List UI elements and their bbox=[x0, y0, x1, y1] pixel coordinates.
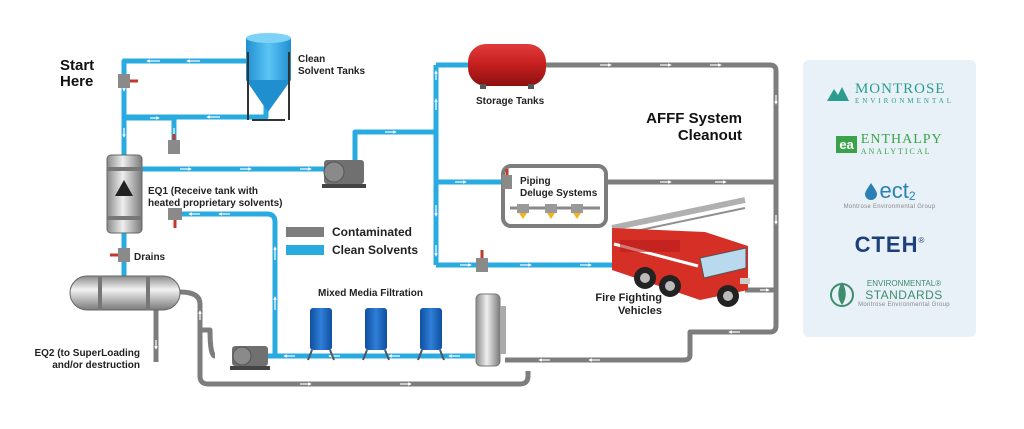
valve-return bbox=[168, 208, 182, 228]
start-label: Start Here bbox=[60, 57, 95, 90]
pipe-pump-in bbox=[200, 327, 216, 359]
filter-2 bbox=[362, 308, 390, 361]
valve-vehicle bbox=[476, 250, 488, 272]
storage-tank bbox=[468, 44, 546, 89]
montrose-logo: MONTROSE ENVIRONMENTAL bbox=[803, 82, 976, 105]
eq1-tank bbox=[106, 154, 143, 234]
storage-tanks-label: Storage Tanks bbox=[476, 96, 545, 107]
legend-clean-swatch bbox=[286, 245, 324, 255]
clean-solvent-tank bbox=[246, 33, 291, 121]
legend-clean-label: Clean Solvents bbox=[332, 243, 419, 257]
valve-drain bbox=[110, 248, 130, 262]
valve-start bbox=[118, 74, 138, 88]
drains-label: Drains bbox=[134, 252, 166, 263]
enthalpy-mark: ea bbox=[836, 136, 857, 153]
filter-3 bbox=[417, 308, 445, 361]
partner-logo-panel: MONTROSE ENVIRONMENTAL ea ENTHALPY ANALY… bbox=[803, 60, 976, 337]
pipe-branch-valve bbox=[124, 115, 177, 152]
filter-1 bbox=[307, 308, 335, 361]
pump-lower bbox=[230, 346, 270, 370]
valve-piping bbox=[502, 169, 512, 189]
pipe-return-up bbox=[180, 211, 278, 356]
filtration-units bbox=[307, 293, 506, 367]
valve-branch bbox=[168, 134, 180, 154]
ect2-drop-icon bbox=[865, 183, 878, 200]
fire-truck bbox=[611, 197, 750, 307]
pipe-eq2-loop bbox=[179, 289, 531, 387]
eq2-tank bbox=[69, 275, 181, 311]
pipe-tank-to-start bbox=[121, 58, 250, 160]
enthalpy-logo: ea ENTHALPY ANALYTICAL bbox=[803, 133, 976, 156]
piping-deluge-box bbox=[501, 164, 608, 228]
legend-contaminated: Contaminated bbox=[286, 225, 412, 239]
pipe-pump-to-split bbox=[352, 129, 436, 162]
es-leaf-icon bbox=[830, 282, 855, 307]
contaminated-pipes bbox=[153, 62, 779, 387]
pipe-tank-down bbox=[124, 92, 269, 120]
legend-contaminated-swatch bbox=[286, 227, 324, 237]
environmental-standards-logo: ENVIRONMENTAL® STANDARDS Montrose Enviro… bbox=[803, 278, 976, 308]
cteh-logo: CTEH ® bbox=[854, 232, 925, 257]
legend-contaminated-label: Contaminated bbox=[332, 225, 413, 239]
prefilter-unit bbox=[475, 293, 506, 367]
montrose-mark-icon bbox=[826, 86, 849, 101]
pipe-main-return bbox=[505, 325, 779, 363]
pipe-storage-out bbox=[545, 62, 779, 326]
legend-clean: Clean Solvents bbox=[286, 243, 418, 257]
pump-upper bbox=[322, 160, 366, 188]
mixed-media-label: Mixed Media Filtration bbox=[318, 288, 424, 299]
valves bbox=[110, 74, 512, 272]
ect2-logo: ect 2 Montrose Environmental Group bbox=[843, 178, 936, 210]
contaminated-flow-arrows bbox=[154, 63, 778, 386]
